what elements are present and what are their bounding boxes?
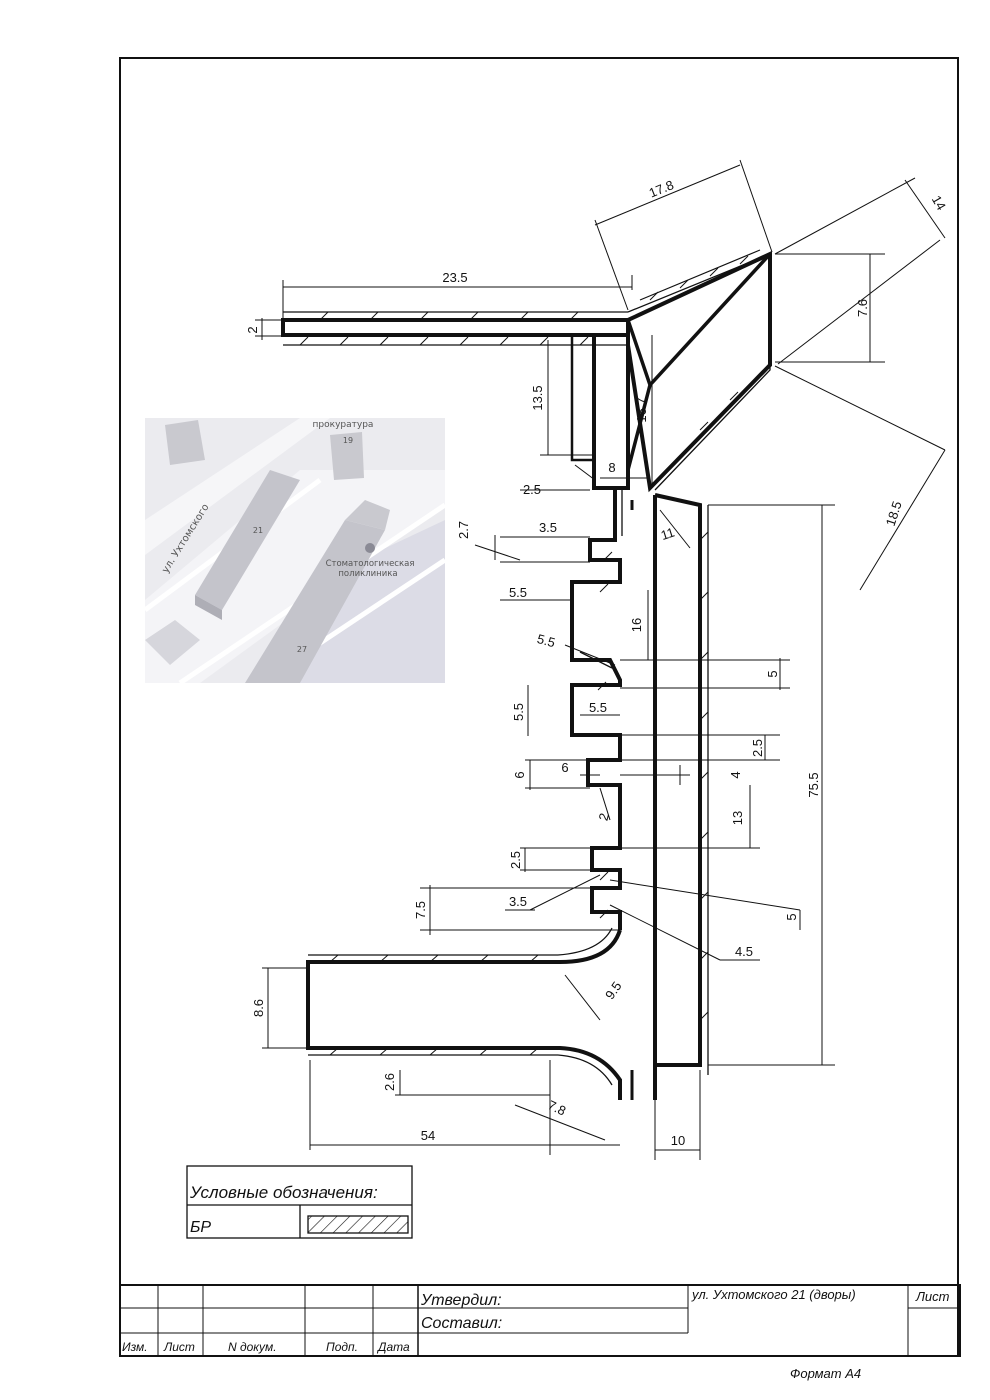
dim-2-small: 2 [595,811,611,822]
dim-2-5-mid: 2.5 [750,739,765,757]
approved-label: Утвердил: [420,1292,502,1309]
dim-10: 10 [671,1133,685,1148]
funnel-diag2 [626,319,652,471]
dim-18-5: 18.5 [883,499,905,528]
map-prosecutor-label: прокуратура [313,420,374,430]
dim-54: 54 [421,1128,435,1143]
legend: Условные обозначения: БР [186,1165,413,1239]
dim-6-b: 6 [561,760,568,775]
dim-8: 8 [608,460,615,475]
dim-7-5: 7.5 [413,901,428,919]
dim-2-5-top: 2.5 [523,482,541,497]
sheet-frame [119,57,959,1357]
dim-14: 14 [929,193,949,213]
dim-9-5: 9.5 [602,979,625,1002]
col-izm: Изм. [122,1340,148,1354]
dim-4: 4 [728,771,743,778]
address-label: ул. Ухтомского 21 (дворы) [691,1287,856,1302]
building-27 [245,520,385,683]
col-podp: Подп. [326,1340,358,1354]
title-block-text: Утвердил: Составил: ул. Ухтомского 21 (д… [122,1287,950,1354]
left-curb-outer [579,490,623,849]
curb-top-bold [281,318,630,337]
col-ndoc: N докум. [228,1340,277,1354]
funnel-outer [627,253,771,491]
clinic-icon [365,543,375,553]
inner-box [570,333,596,462]
dim-11: 11 [659,525,676,543]
dim-23-5: 23.5 [442,270,467,285]
dim-13: 13 [730,811,745,825]
map-building-19: 19 [343,436,353,445]
dim-6-a: 6 [512,771,527,778]
dim-75-5: 75.5 [806,772,821,797]
funnel-bold [626,250,772,493]
dim-4-5: 4.5 [735,944,753,959]
format-label: Формат А4 [790,1366,861,1381]
col-date: Дата [376,1340,410,1354]
dim-17-8: 17.8 [647,177,676,200]
dim-2-5-low: 2.5 [508,851,523,869]
dim-5-5-d: 5.5 [589,700,607,715]
dim-5-5-a: 5.5 [509,585,527,600]
map-clinic-line1: Стоматологическая [326,559,415,569]
building-21 [195,470,300,610]
dim-3-5-top: 3.5 [539,520,557,535]
legend-title: Условные обозначения: [189,1183,378,1202]
dim-13-5: 13.5 [530,385,545,410]
location-map: ул. Ухтомского 19 21 27 прокуратура Стом… [145,418,445,683]
dim-2-6: 2.6 [382,1073,397,1091]
dim-5-low: 5 [784,913,799,920]
dim-8-6: 8.6 [251,999,266,1017]
dim-16-7: 16.7 [634,397,649,422]
dimension-lines [255,159,946,1160]
legend-br-label: БР [190,1219,211,1236]
map-building-27: 27 [297,645,307,654]
dim-3-5-low: 3.5 [509,894,527,909]
funnel-diag [648,252,772,387]
compiled-label: Составил: [421,1315,502,1332]
dim-16: 16 [629,618,644,632]
col-list: Лист [163,1340,195,1354]
dim-2-7: 2.7 [456,521,471,539]
sheet-label: Лист [915,1289,950,1304]
dim-7-8: 7.8 [546,1097,569,1118]
map-buildings [145,420,390,683]
title-block [119,1284,961,1357]
road-right-bold [654,493,702,1067]
dim-5: 5 [765,670,780,677]
legend-br-hatch [307,1215,409,1234]
dim-2-top: 2 [245,326,260,333]
dim-5-5-b: 5.5 [535,631,556,650]
map-clinic-line2: поликлиника [338,569,397,579]
dim-5-5-c: 5.5 [511,703,526,721]
map-building-21: 21 [253,526,263,535]
dim-7-6: 7.6 [855,299,870,317]
